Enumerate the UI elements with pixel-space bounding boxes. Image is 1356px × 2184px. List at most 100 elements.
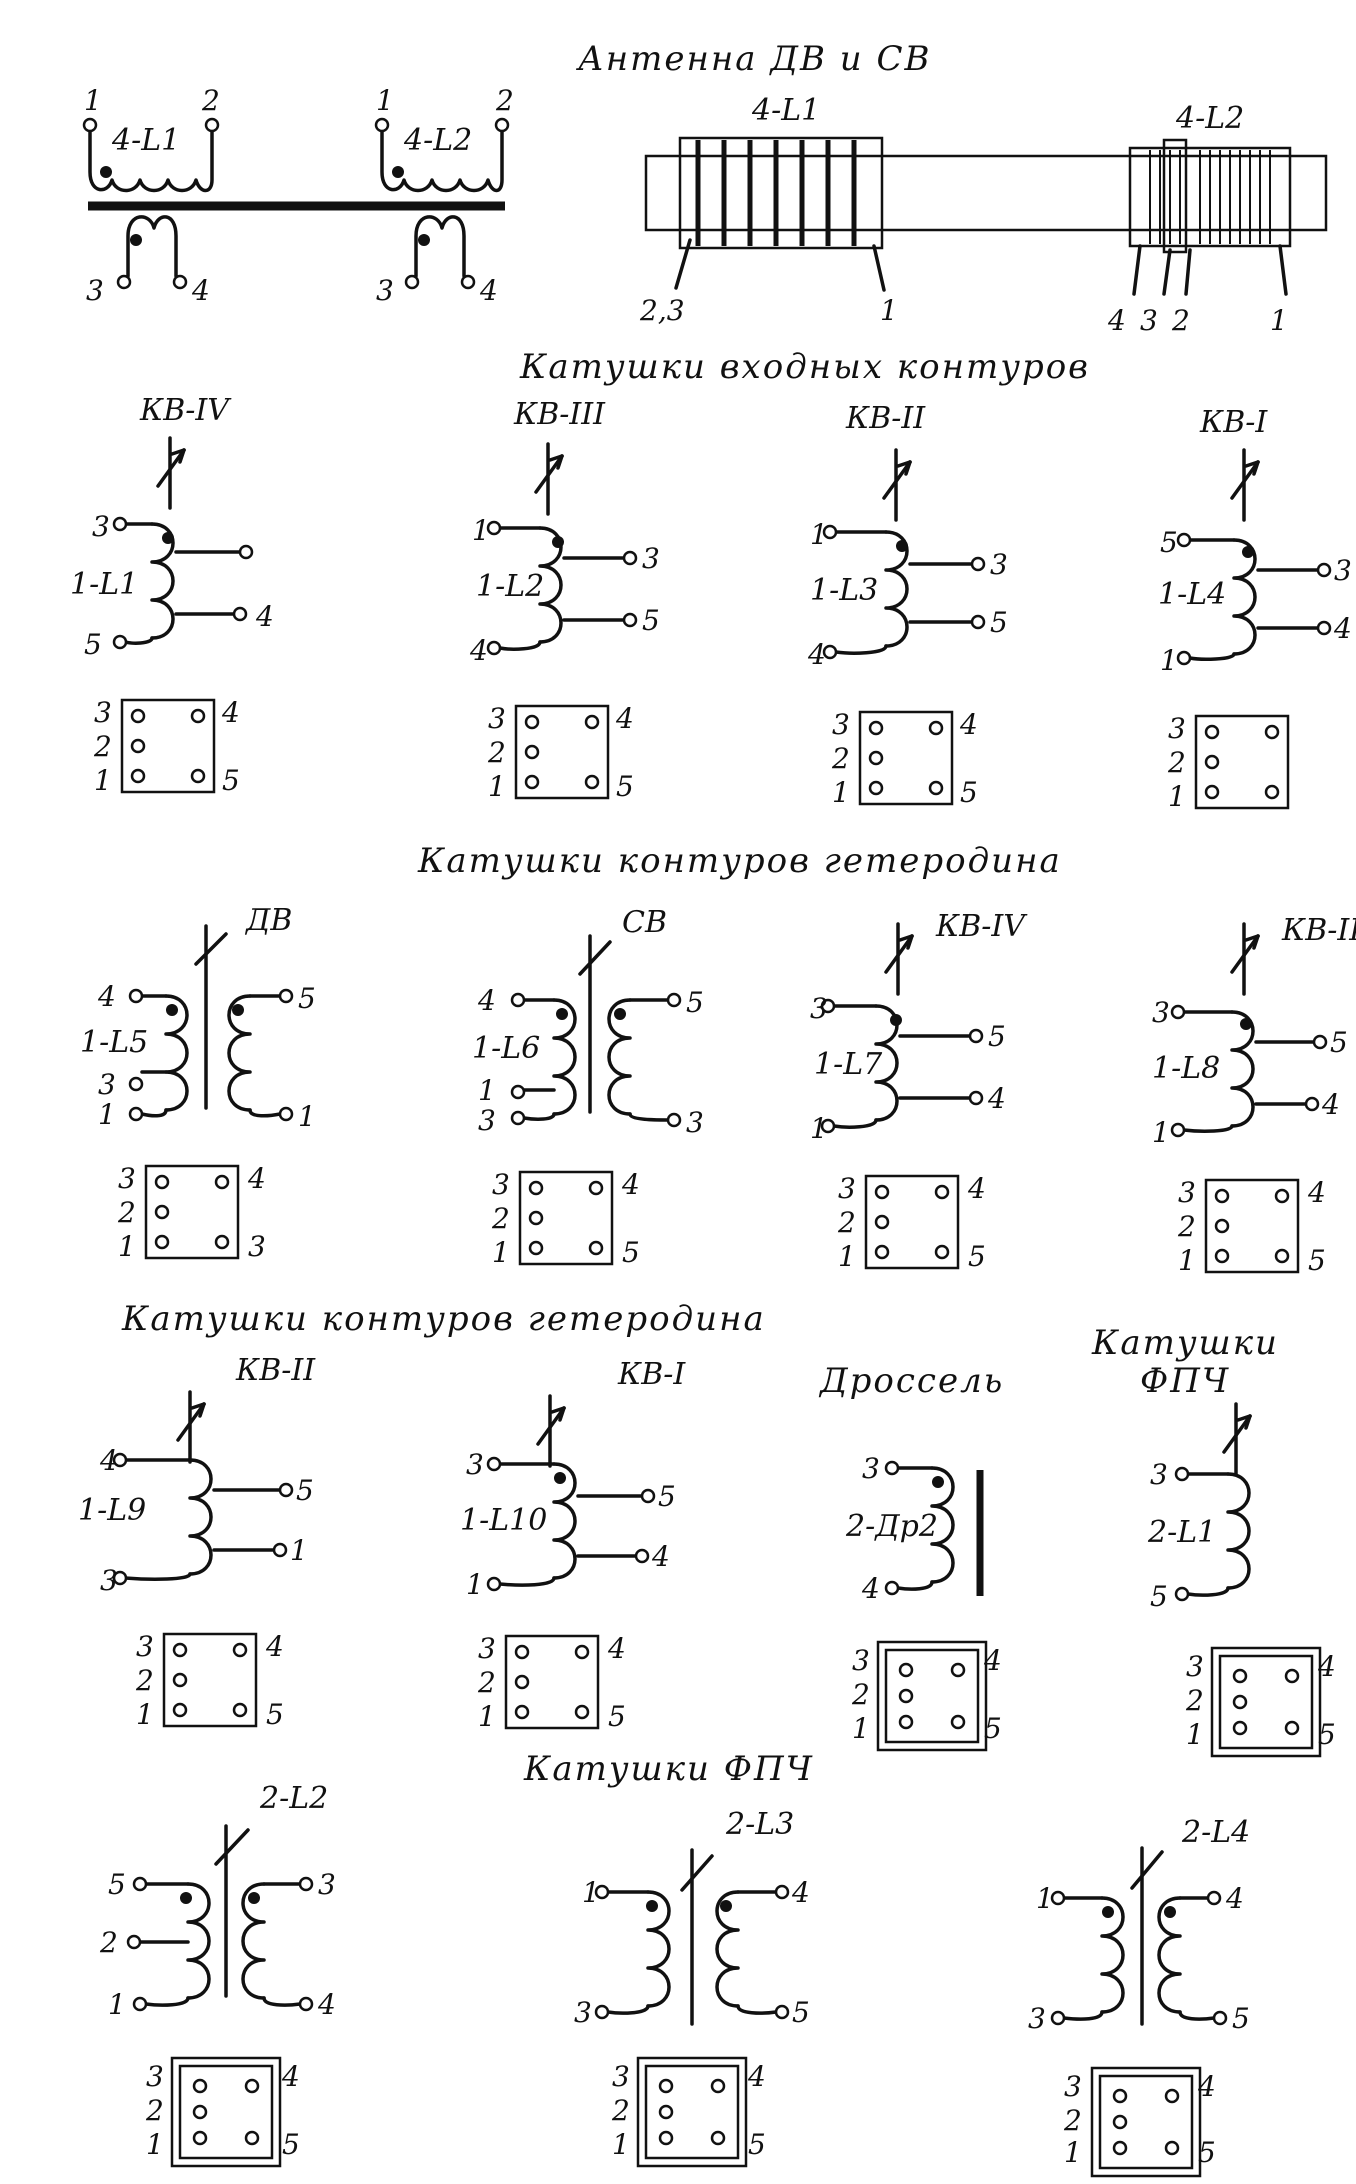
socket-pin: 1	[1178, 1244, 1196, 1277]
rod-pin-label: 4	[1107, 304, 1126, 337]
pin-label: 3	[478, 1104, 496, 1137]
fpch-coil-2l1: 3 5 2-L1 3 2 1 4 5	[1147, 1402, 1336, 1758]
het-coil-sv: СВ 4 1 3 5 3 1-L6 3 2 1 4 5	[472, 905, 704, 1269]
coil-name: 1-L1	[70, 567, 138, 602]
socket-pin: 5	[1318, 1718, 1336, 1751]
input-coil-kv3: КВ-III 1 4 3 5 1-L2 3 2 1 4 5	[469, 397, 660, 803]
socket-pin: 4	[265, 1630, 284, 1663]
pin-label: 4	[255, 600, 274, 633]
pin-label: 3	[642, 542, 660, 575]
socket-pin: 5	[1198, 2136, 1216, 2169]
socket-pin: 3	[1168, 712, 1186, 745]
band-label: КВ-III	[513, 397, 606, 432]
pin-label: 3	[98, 1068, 116, 1101]
pin-label: 1	[376, 84, 394, 117]
het-coil-kv4: КВ-IV 3 1 5 4 1-L7 3 2 1 4 5	[810, 909, 1028, 1273]
socket-pin: 2	[1167, 746, 1186, 779]
socket-pin: 3	[488, 702, 506, 735]
pin-label: 5	[84, 628, 102, 661]
pin-label: 4	[317, 1988, 336, 2021]
input-coil-kv2: КВ-II 1 4 3 5 1-L3 3 2 1 4 5	[807, 401, 1008, 809]
socket-pin: 3	[118, 1162, 136, 1195]
socket-pin: 2	[145, 2094, 164, 2127]
input-coil-kv4: КВ-IV 3 5 4 1-L1 3 2 1 4 5	[70, 393, 274, 797]
pin-label: 1	[478, 1074, 496, 1107]
rod-pin-label: 1	[880, 294, 898, 327]
rod-pin-label: 1	[1270, 304, 1288, 337]
socket-pin: 4	[281, 2060, 300, 2093]
title-choke: Дроссель	[818, 1361, 1004, 1401]
pin-label: 2	[99, 1926, 118, 1959]
band-label: КВ-II	[235, 1353, 316, 1388]
socket-pin: 5	[984, 1712, 1002, 1745]
socket-pin: 3	[248, 1230, 266, 1263]
pin-label: 1	[1036, 1882, 1054, 1915]
socket-pin: 2	[837, 1206, 856, 1239]
socket-pin: 3	[832, 708, 850, 741]
band-label: ДВ	[244, 903, 292, 938]
coil-name: 2-Др2	[845, 1509, 938, 1544]
pin-label: 4	[1321, 1088, 1340, 1121]
socket-pin: 1	[1186, 1718, 1204, 1751]
socket-pin: 2	[1177, 1210, 1196, 1243]
antenna-coil1-label: 4-L1	[111, 123, 180, 158]
coil-name: 1-L3	[810, 573, 878, 608]
pin-label: 3	[574, 1996, 592, 2029]
coil-name: 1-L4	[1158, 577, 1226, 612]
title-heterodyne-2: Катушки контуров гетеродина	[121, 1299, 766, 1339]
pin-label: 5	[1330, 1026, 1348, 1059]
socket-pin: 4	[983, 1644, 1002, 1677]
pin-label: 3	[1150, 1458, 1168, 1491]
socket-pin: 5	[608, 1700, 626, 1733]
title-fpch: Катушки ФПЧ	[523, 1749, 814, 1789]
socket-pin: 5	[222, 764, 240, 797]
pin-label: 3	[990, 548, 1008, 581]
input-coil-kv1: КВ-I 5 1 3 4 1-L4 3 2 1	[1158, 405, 1352, 813]
socket-pin: 1	[1064, 2136, 1082, 2169]
socket-pin: 5	[266, 1698, 284, 1731]
socket-pin: 3	[478, 1632, 496, 1665]
socket-pin: 4	[621, 1168, 640, 1201]
socket-pin: 3	[94, 696, 112, 729]
pin-label: 1	[1152, 1116, 1170, 1149]
pin-label: 4	[651, 1540, 670, 1573]
socket-pin: 3	[146, 2060, 164, 2093]
pin-label: 3	[100, 1564, 118, 1597]
band-label: КВ-III	[1281, 913, 1356, 948]
socket-pin: 1	[612, 2128, 630, 2161]
pin-label: 3	[810, 992, 828, 1025]
ferrite-rod: 4-L1 4-L2 2,3 1 4 3 2 1	[639, 93, 1328, 337]
socket-pin: 4	[967, 1172, 986, 1205]
fpch-coil-2l4: 2-L4 1 3 4 5 3 2 1 4 5	[1028, 1815, 1250, 2178]
antenna-schematic: 4-L1 1 2 3 4 4-L2 1 2 3 4	[82, 84, 514, 307]
pin-label: 3	[686, 1106, 704, 1139]
coil-name: 1-L6	[472, 1031, 540, 1066]
pin-label: 5	[642, 604, 660, 637]
pin-label: 5	[990, 606, 1008, 639]
socket-pin: 2	[851, 1678, 870, 1711]
socket-pin: 2	[477, 1666, 496, 1699]
pin-label: 4	[469, 634, 488, 667]
pin-label: 3	[376, 274, 394, 307]
coil-name: 2-L3	[725, 1807, 794, 1842]
pin-label: 5	[296, 1474, 314, 1507]
socket-pin: 1	[136, 1698, 154, 1731]
socket-pin: 3	[492, 1168, 510, 1201]
pin-label: 4	[99, 1444, 118, 1477]
coil-name: 1-L8	[1152, 1051, 1220, 1086]
title-antenna: Антенна ДВ и СВ	[576, 39, 932, 79]
socket-pin: 4	[1307, 1176, 1326, 1209]
socket-pin: 1	[478, 1700, 496, 1733]
socket-pin: 2	[1063, 2104, 1082, 2137]
socket-pin: 2	[135, 1664, 154, 1697]
rod-pin-label: 2	[1171, 304, 1190, 337]
socket-pin: 1	[488, 770, 506, 803]
socket-pin: 2	[611, 2094, 630, 2127]
title-input-coils: Катушки входных контуров	[519, 347, 1090, 387]
pin-label: 3	[466, 1448, 484, 1481]
socket-pin: 2	[93, 730, 112, 763]
socket-pin: 5	[748, 2128, 766, 2161]
socket-pin: 2	[117, 1196, 136, 1229]
socket-pin: 1	[1168, 780, 1186, 813]
pin-label: 3	[1152, 996, 1170, 1029]
